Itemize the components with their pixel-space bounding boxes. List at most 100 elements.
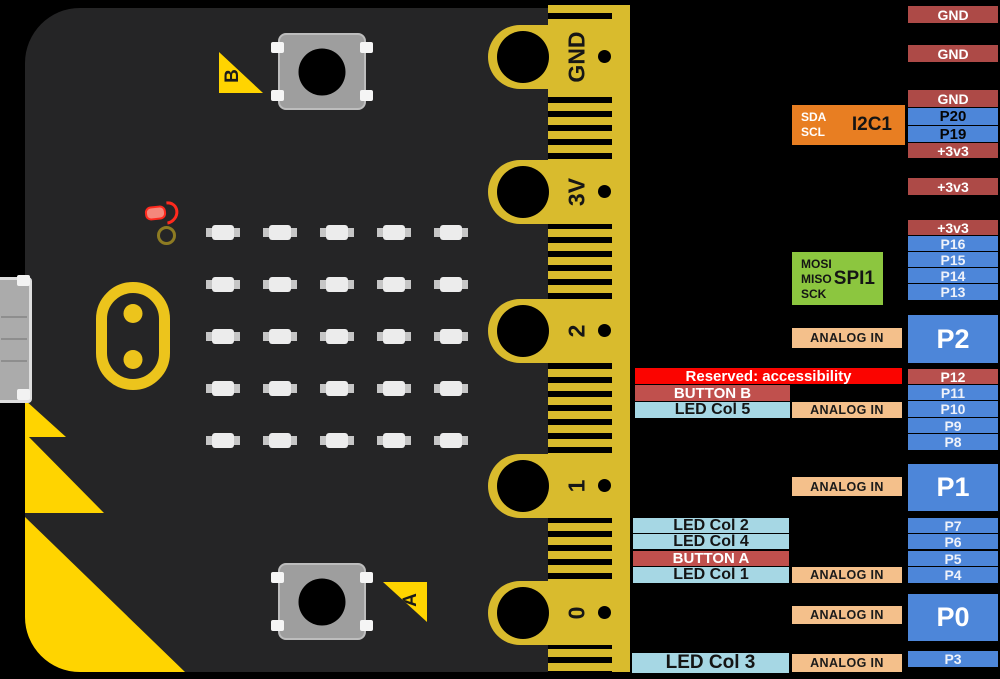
edge-pad-0: 0 xyxy=(488,581,630,645)
pin-p1: P1 xyxy=(908,464,998,511)
led-r3-c4 xyxy=(377,329,411,344)
edge-pad-label: 1 xyxy=(563,479,590,493)
led-r2-c2 xyxy=(263,277,297,292)
edge-pad-2: 2 xyxy=(488,299,630,363)
pin-p7: P7 xyxy=(908,518,998,534)
edge-pad-label: 2 xyxy=(563,324,590,338)
pin-p0: P0 xyxy=(908,594,998,641)
led-r3-c1 xyxy=(206,329,240,344)
function-main-label: I2C1 xyxy=(851,114,892,135)
pin-p6: P6 xyxy=(908,534,998,550)
led-r2-c4 xyxy=(377,277,411,292)
usb-connector-icon xyxy=(0,277,32,403)
function-box-led-col-2: LED Col 2 xyxy=(633,517,789,534)
touch-logo-dot xyxy=(123,350,143,369)
function-sub-label: SCL xyxy=(801,125,825,139)
led-r5-c1 xyxy=(206,433,240,448)
function-sub-label: MISO xyxy=(801,272,832,286)
button-a-cap-icon xyxy=(298,578,346,625)
led-r4-c1 xyxy=(206,381,240,396)
pin-p5: P5 xyxy=(908,551,998,567)
usb-pin-bottom xyxy=(17,389,30,400)
led-r1-c4 xyxy=(377,225,411,240)
function-box-analog-in: ANALOG IN xyxy=(792,654,902,672)
button-b xyxy=(271,33,373,110)
pin-p3: P3 xyxy=(908,651,998,667)
function-sub-label: SDA xyxy=(801,110,827,124)
pin-p12: P12 xyxy=(908,369,998,385)
pin-p2: P2 xyxy=(908,315,998,363)
pin-3v3: +3v3 xyxy=(908,143,998,159)
pin-gnd: GND xyxy=(908,45,998,62)
function-box-led-col-3: LED Col 3 xyxy=(632,652,789,673)
pad-notch-icon xyxy=(598,185,611,198)
pad-hole-icon xyxy=(497,460,549,512)
led-r4-c3 xyxy=(320,381,354,396)
function-box-analog-in: ANALOG IN xyxy=(792,477,902,496)
pin-gnd: GND xyxy=(908,90,998,107)
pin-p4: P4 xyxy=(908,567,998,583)
function-box-analog-in: ANALOG IN xyxy=(792,328,902,348)
led-r1-c2 xyxy=(263,225,297,240)
pin-p9: P9 xyxy=(908,418,998,434)
led-r5-c2 xyxy=(263,433,297,448)
led-r2-c3 xyxy=(320,277,354,292)
pad-hole-icon xyxy=(497,166,549,218)
led-r1-c1 xyxy=(206,225,240,240)
pin-gnd: GND xyxy=(908,6,998,23)
pin-p15: P15 xyxy=(908,252,998,268)
function-box-button-a: BUTTON A xyxy=(633,550,789,567)
function-box-led-col-1: LED Col 1 xyxy=(633,566,789,583)
pad-hole-icon xyxy=(497,587,549,639)
function-box-button-b: BUTTON B xyxy=(635,385,790,402)
edge-pad-1: 1 xyxy=(488,454,630,518)
function-sub-label: MOSI xyxy=(801,257,832,271)
led-r5-c5 xyxy=(434,433,468,448)
pin-3v3: +3v3 xyxy=(908,178,998,195)
pad-hole-icon xyxy=(497,305,549,357)
pad-hole-icon xyxy=(497,31,549,83)
led-r3-c5 xyxy=(434,329,468,344)
edge-pad-label: 3V xyxy=(563,177,590,207)
function-box-analog-in: ANALOG IN xyxy=(792,606,902,624)
touch-logo-icon xyxy=(96,282,170,390)
function-sub-label: SCK xyxy=(801,287,827,301)
pad-notch-icon xyxy=(598,606,611,619)
led-r5-c3 xyxy=(320,433,354,448)
led-r1-c5 xyxy=(434,225,468,240)
pin-p14: P14 xyxy=(908,268,998,284)
function-box-led-col-5: LED Col 5 xyxy=(635,401,790,418)
function-box-reserved-accessibility: Reserved: accessibility xyxy=(635,368,902,385)
edge-pad-gnd: GND xyxy=(488,25,630,89)
pad-notch-icon xyxy=(598,324,611,337)
pin-p10: P10 xyxy=(908,401,998,417)
led-r2-c5 xyxy=(434,277,468,292)
edge-pad-3v: 3V xyxy=(488,160,630,224)
button-a xyxy=(271,563,373,640)
microphone-hole-icon xyxy=(157,226,176,245)
pin-3v3: +3v3 xyxy=(908,220,998,236)
led-r4-c2 xyxy=(263,381,297,396)
function-main-label: SPI1 xyxy=(833,267,875,289)
pad-notch-icon xyxy=(598,50,611,63)
pin-p20: P20 xyxy=(908,108,998,125)
led-r4-c5 xyxy=(434,381,468,396)
usb-pin-top xyxy=(17,275,30,286)
touch-logo-dot xyxy=(123,304,143,323)
function-box-led-col-4: LED Col 4 xyxy=(633,533,789,550)
button-b-cap-icon xyxy=(298,48,346,95)
led-r3-c2 xyxy=(263,329,297,344)
led-r5-c4 xyxy=(377,433,411,448)
pin-p11: P11 xyxy=(908,385,998,401)
pin-p8: P8 xyxy=(908,434,998,450)
edge-pad-label: 0 xyxy=(563,606,590,620)
pin-p16: P16 xyxy=(908,236,998,252)
function-box-analog-in: ANALOG IN xyxy=(792,567,902,583)
pin-p19: P19 xyxy=(908,126,998,143)
function-box-analog-in: ANALOG IN xyxy=(792,402,902,418)
led-r1-c3 xyxy=(320,225,354,240)
edge-pad-label: GND xyxy=(563,31,590,83)
